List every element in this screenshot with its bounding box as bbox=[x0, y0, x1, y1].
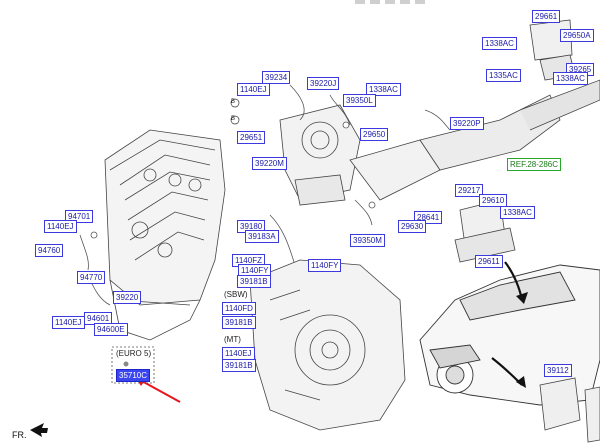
part-label-94701[interactable]: 94701 bbox=[65, 210, 94, 223]
sensor-wires bbox=[79, 84, 451, 306]
part-label-39183a[interactable]: 39183A bbox=[245, 230, 279, 243]
part-label-39350m[interactable]: 39350M bbox=[350, 234, 385, 247]
turbo-converter bbox=[279, 79, 600, 206]
front-direction-label: FR. bbox=[12, 430, 27, 440]
top-toolbar-fragment bbox=[355, 0, 425, 4]
part-label-94770[interactable]: 94770 bbox=[77, 271, 106, 284]
part-label-29651[interactable]: 29651 bbox=[237, 131, 266, 144]
part-label-1140ej[interactable]: 1140EJ bbox=[52, 316, 85, 329]
part-label-94760[interactable]: 94760 bbox=[35, 244, 64, 257]
part-label-1338ac[interactable]: 1338AC bbox=[500, 206, 535, 219]
red-callout-arrow bbox=[139, 379, 181, 403]
part-label-94600e[interactable]: 94600E bbox=[94, 323, 128, 336]
engine-block bbox=[104, 129, 226, 341]
transmission bbox=[249, 259, 406, 431]
part-label-39181b[interactable]: 39181B bbox=[222, 316, 256, 329]
part-label-29630[interactable]: 29630 bbox=[398, 220, 427, 233]
sbw-note: (SBW) bbox=[224, 290, 248, 299]
part-label-1335ac[interactable]: 1335AC bbox=[486, 69, 521, 82]
reference-link[interactable]: REF.28-286C bbox=[507, 158, 562, 171]
part-label-1140fd[interactable]: 1140FD bbox=[222, 302, 256, 315]
part-label-39234[interactable]: 39234 bbox=[262, 71, 291, 84]
part-label-39112[interactable]: 39112 bbox=[544, 364, 572, 377]
front-direction-arrow bbox=[30, 423, 48, 437]
ecu-module bbox=[454, 19, 576, 263]
part-label-1140fy[interactable]: 1140FY bbox=[308, 259, 342, 272]
part-label-1338ac[interactable]: 1338AC bbox=[366, 83, 401, 96]
euro5-fitting bbox=[123, 361, 129, 367]
bracket-part bbox=[539, 377, 600, 443]
marker-b-1 bbox=[230, 98, 240, 108]
marker-b-label-1: B bbox=[231, 99, 236, 105]
part-label-39350l[interactable]: 39350L bbox=[343, 94, 376, 107]
part-label-highlighted[interactable]: 35710C bbox=[116, 369, 151, 382]
part-label-39220[interactable]: 39220 bbox=[113, 291, 142, 304]
part-label-29661[interactable]: 29661 bbox=[532, 10, 561, 23]
part-label-1140fz[interactable]: 1140FZ bbox=[232, 254, 265, 267]
part-label-39181b[interactable]: 39181B bbox=[237, 275, 271, 288]
arrow-head-2 bbox=[516, 376, 526, 388]
euro5-group-box bbox=[111, 346, 155, 384]
part-label-29650[interactable]: 29650 bbox=[360, 128, 389, 141]
part-label-39220j[interactable]: 39220J bbox=[307, 77, 340, 90]
part-label-29610[interactable]: 29610 bbox=[479, 194, 508, 207]
part-label-1140ej[interactable]: 1140EJ bbox=[44, 220, 77, 233]
part-label-1338ac[interactable]: 1338AC bbox=[482, 37, 517, 50]
part-label-29217[interactable]: 29217 bbox=[455, 184, 484, 197]
marker-b-label-2: B bbox=[231, 116, 236, 122]
part-label-39220m[interactable]: 39220M bbox=[252, 157, 287, 170]
part-label-1338ac[interactable]: 1338AC bbox=[553, 72, 588, 85]
part-label-1140ej[interactable]: 1140EJ bbox=[237, 83, 270, 96]
arrow-head-1 bbox=[516, 292, 528, 304]
marker-b-2 bbox=[230, 115, 240, 125]
part-label-39220p[interactable]: 39220P bbox=[450, 117, 484, 130]
part-label-29650a[interactable]: 29650A bbox=[560, 29, 594, 42]
part-label-29611[interactable]: 29611 bbox=[475, 255, 503, 268]
mt-note: (MT) bbox=[224, 335, 241, 344]
part-label-39181b[interactable]: 39181B bbox=[222, 359, 256, 372]
euro5-note: (EURO 5) bbox=[116, 349, 152, 358]
